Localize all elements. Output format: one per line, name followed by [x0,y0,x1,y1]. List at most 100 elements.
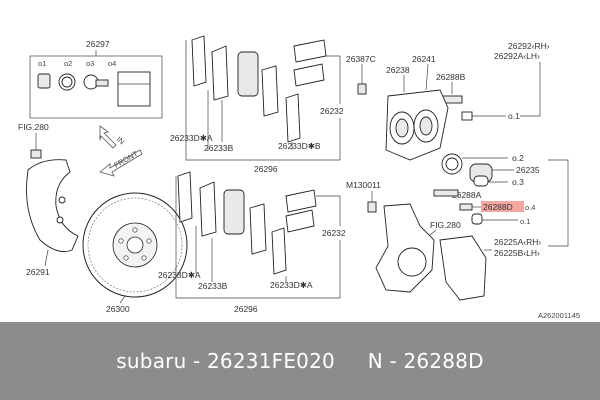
label-26233DB-top: 26233D✱B [278,141,321,151]
label-fig280-top: FIG.280 [18,122,49,132]
label-o2-right: o.2 [512,153,524,163]
leader-26241 [425,63,429,91]
label-26297: 26297 [86,39,110,49]
label-26297-2: o2 [64,59,72,68]
bleeder-part [357,83,367,95]
label-26233DA-top: 26233D✱A [170,133,213,143]
label-26300: 26300 [106,304,130,314]
label-26288A: 26288A [452,190,482,200]
pad-clip-top-1 [211,45,229,101]
pad-clip-top-2 [261,65,279,117]
leader-26291 [44,249,49,267]
label-o3-right: o.3 [512,177,524,187]
label-26233DA-bot: 26233D✱A [158,270,201,280]
shim-top-2 [285,93,301,143]
pad-set-top [191,35,327,143]
shim-top-1 [191,35,207,87]
clip-top-a [293,39,327,63]
label-26387C: 26387C [346,54,376,64]
pad-clip-bot-2 [249,203,267,255]
pin-part [95,79,109,87]
label-26297-3: o3 [86,59,94,68]
label-26225A: 26225A‹RH› [494,237,541,247]
label-26296-bot: 26296 [234,304,258,314]
label-26233B-bot: 26233B [198,281,228,291]
shim-bot-1 [177,171,193,223]
bolt-part [30,149,42,159]
label-o1-right: o.1 [508,111,520,121]
grease-pack-part [117,71,151,107]
caption-text: subaru - 26231FE020 N - 26288D [116,349,483,373]
caption-sep-2: - [382,349,404,373]
caption-sep-1: - [186,349,207,373]
caliper-support-part [439,235,487,301]
bolt-m130011-part [367,201,377,213]
kit-parts [37,71,151,107]
label-26232-bot: 26232 [322,228,346,238]
label-fig280-bot: FIG.280 [430,220,461,230]
label-o4-right: o.4 [525,203,535,212]
label-26238: 26238 [386,65,410,75]
kit-box-26297 [29,55,163,119]
bracket-26296-top [185,40,341,161]
dust-shield-part [26,159,79,253]
label-26291: 26291 [26,267,50,277]
label-26292A: 26292A‹LH› [494,51,540,61]
label-26235: 26235 [516,165,540,175]
bushing-26288D-part [459,203,473,211]
guide-pin-a-part [433,189,459,197]
label-26296-top: 26296 [254,164,278,174]
pad-bot-1 [223,189,245,235]
seal-ring-inner [61,76,73,88]
clip-bot-b [285,209,315,233]
pad-clip-bot-1 [199,181,217,237]
label-26233B-top: 26233B [204,143,234,153]
caption-n-prefix: N [367,349,383,373]
label-26241: 26241 [412,54,436,64]
leader-26232-bot [316,195,341,226]
clip-bot-a [285,189,317,213]
highlight-26288D [481,201,524,212]
label-o1b-right: o.1 [520,217,530,226]
shield-hole-1 [58,196,66,204]
label-26233DA2-bot: 26233D✱A [270,280,313,290]
shim-bot-2 [271,227,287,275]
leader-26300 [119,295,126,304]
piston-seal-inner [445,157,459,171]
caption-bar: subaru - 26231FE020 N - 26288D [0,322,600,400]
label-26288D: 26288D [483,202,513,212]
bracket-26225 [548,159,569,247]
label-26288B: 26288B [436,72,466,82]
label-26292: 26292‹RH› [508,41,550,51]
caliper-body-part [385,89,449,161]
leader-26232-top [326,55,341,104]
in-arrow-icon: IN [99,125,127,149]
clip-top-b [293,63,325,87]
front-arrow-icon: FRONT [99,149,143,177]
pad-set-bottom [177,171,317,275]
boot-o1b-part [471,213,483,225]
boot-part [37,73,51,89]
caption-brand: subaru [116,349,187,373]
shield-hole-2 [56,216,64,224]
label-front: FRONT [113,149,140,170]
pad-top-1 [237,51,259,97]
label-m130011: M130011 [346,180,381,190]
caption-part-number: 26231FE020 [207,349,335,373]
piston-boot-part [473,175,489,187]
label-26232-top: 26232 [320,106,344,116]
leader-26292 [520,62,541,117]
boot-o1-part [461,111,473,121]
label-26225B: 26225B‹LH› [494,248,540,258]
caption-n-number: 26288D [403,349,484,373]
label-in: IN [115,135,127,147]
ref-code: A262001145 [538,311,580,320]
knuckle-part [375,203,435,293]
disc-rotor-part [82,192,188,298]
parts-diagram: 26297 o1 o2 o3 o4 FIG.280 IN FRONT 26291 [18,35,580,320]
bracket-26296-bot [175,176,341,299]
knuckle-hub [397,247,427,277]
label-26297-1: o1 [38,59,46,68]
label-26297-4: o4 [108,59,116,68]
